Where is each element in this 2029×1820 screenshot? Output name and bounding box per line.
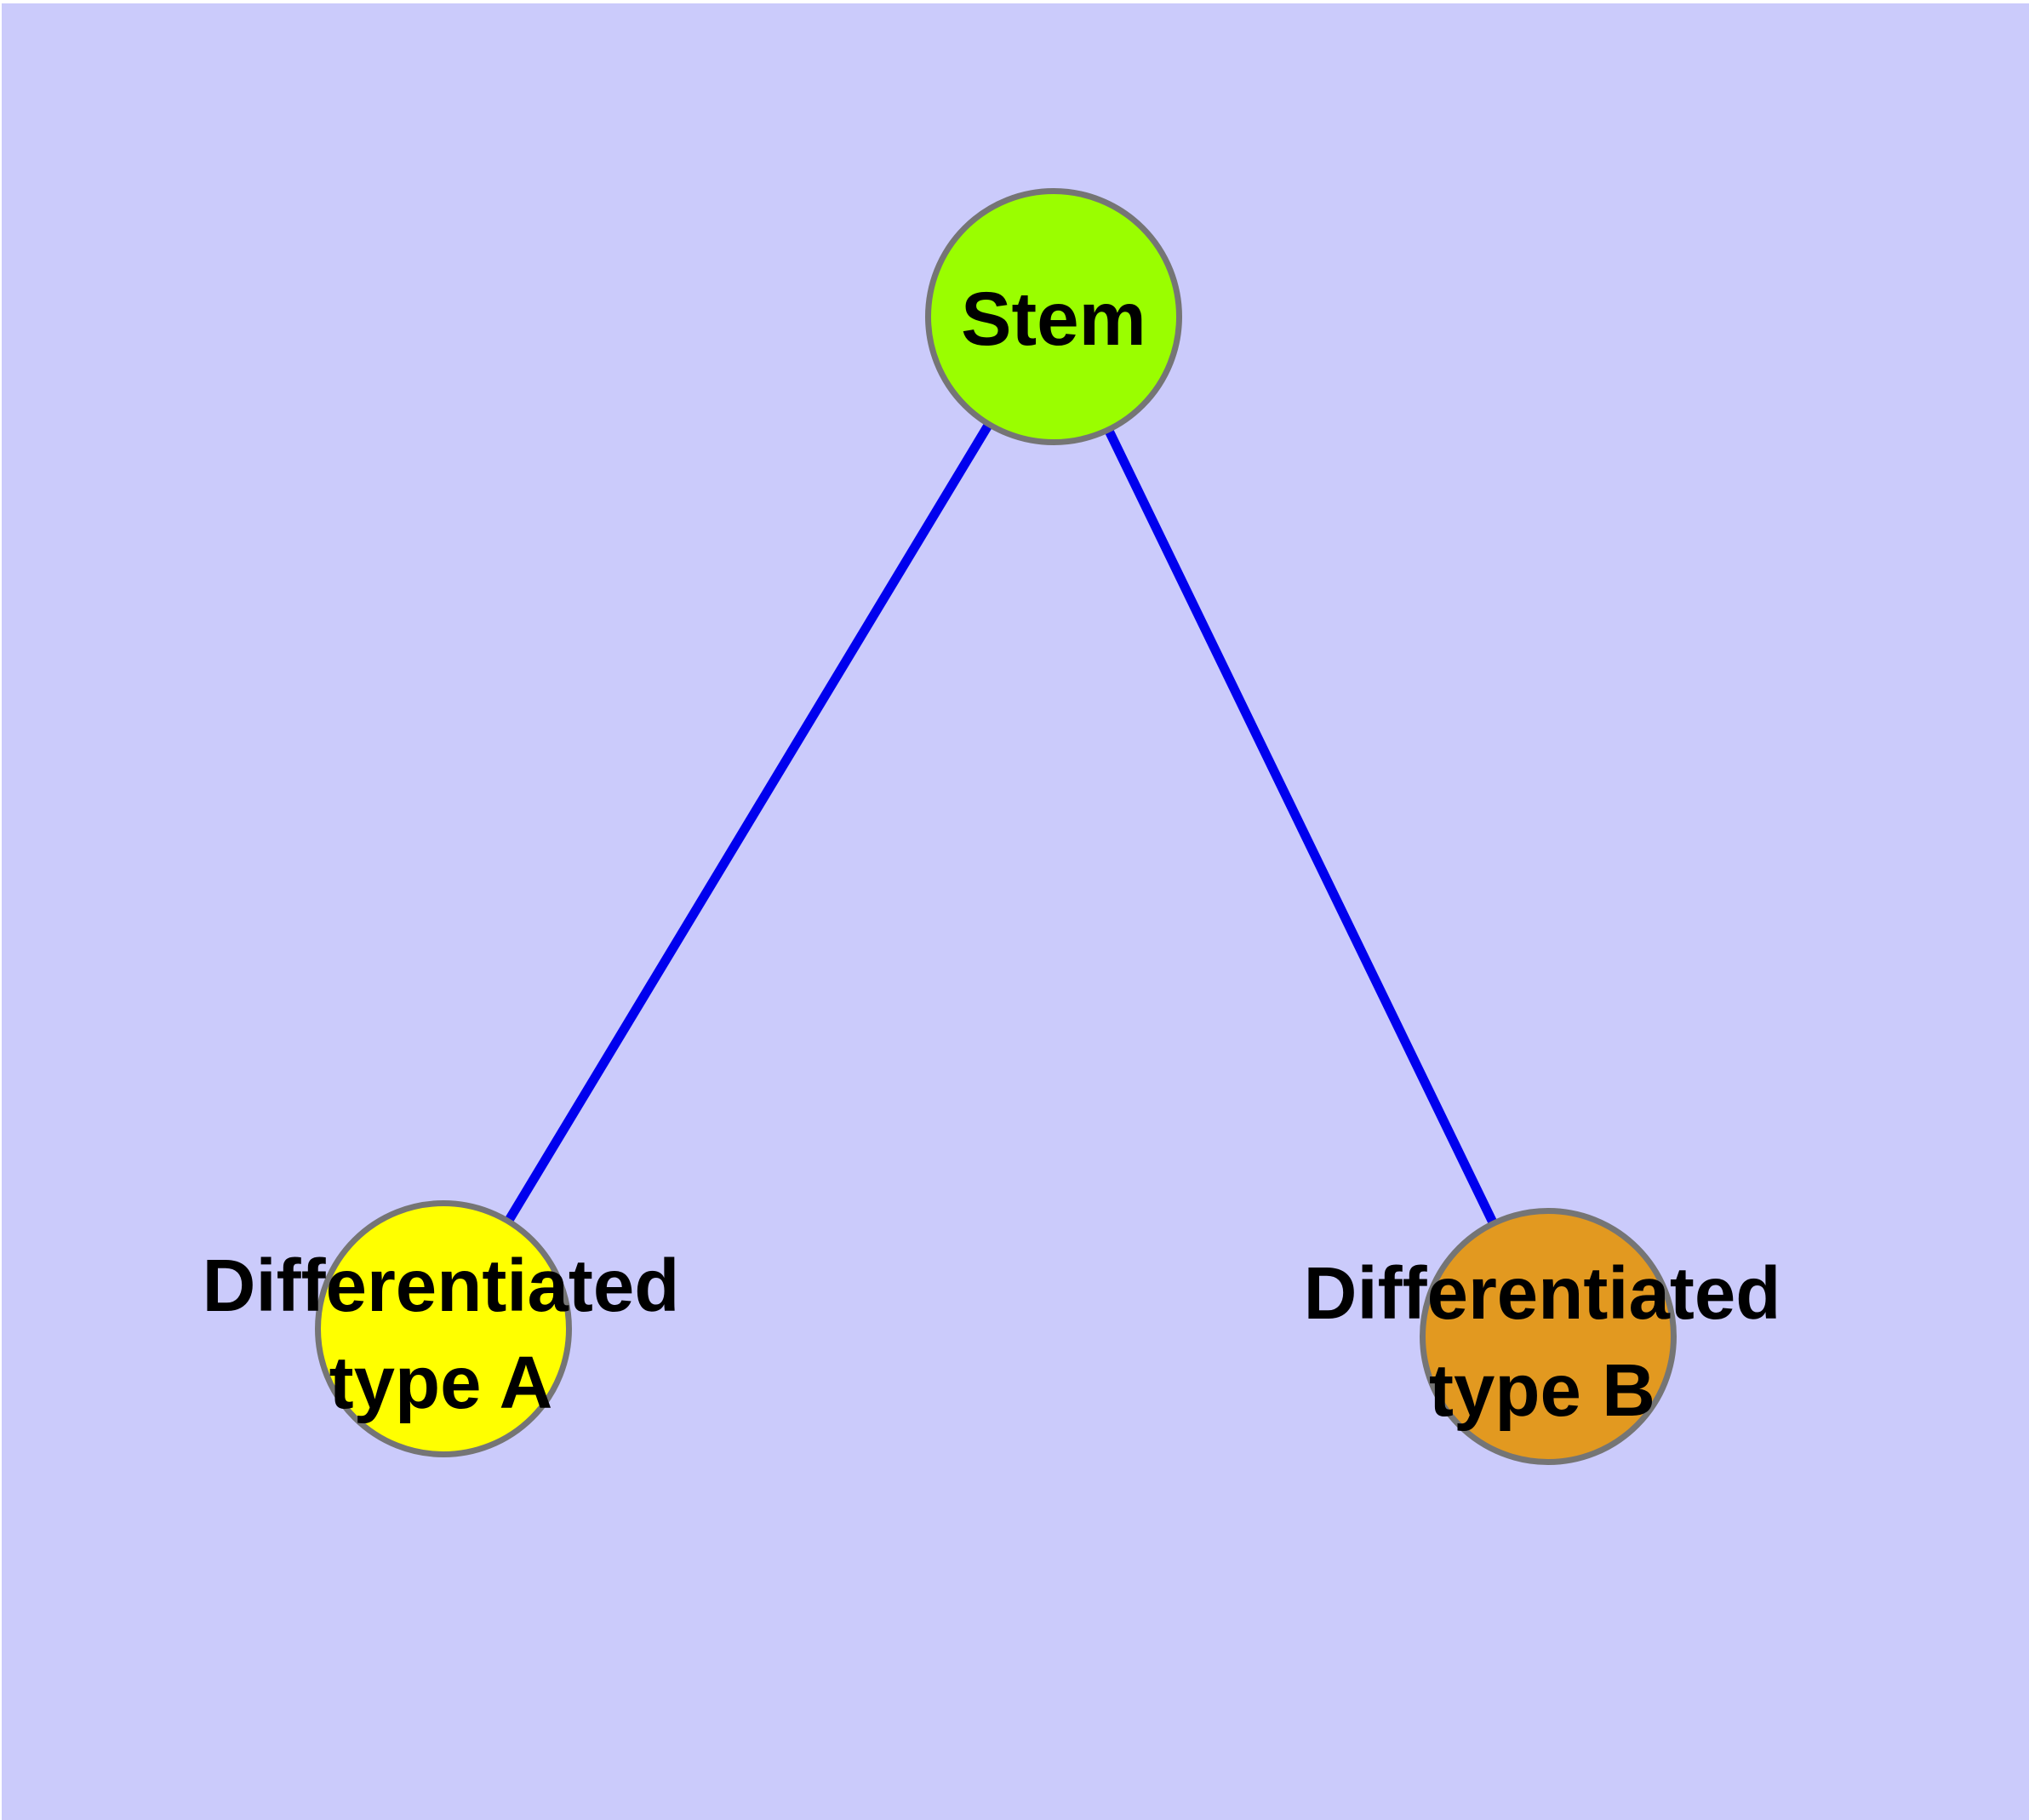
node-type-a-label-line2: type A bbox=[329, 1342, 553, 1424]
edge-stem-to-type-b bbox=[1049, 314, 1552, 1339]
edge-stem-to-type-a bbox=[439, 314, 1058, 1331]
node-type-b-label-line2: type B bbox=[1429, 1349, 1655, 1432]
node-type-a-label: Differentiated type A bbox=[203, 1238, 680, 1432]
node-type-a-label-line1: Differentiated bbox=[202, 1245, 680, 1327]
node-type-b-label-line1: Differentiated bbox=[1303, 1252, 1781, 1335]
node-stem bbox=[925, 188, 1182, 445]
node-type-b-label: Differentiated type B bbox=[1304, 1245, 1781, 1439]
node-stem-label: Stem bbox=[961, 270, 1146, 367]
node-stem-label-text: Stem bbox=[961, 276, 1146, 361]
node-type-a bbox=[315, 1200, 572, 1457]
node-type-b bbox=[1420, 1208, 1677, 1465]
